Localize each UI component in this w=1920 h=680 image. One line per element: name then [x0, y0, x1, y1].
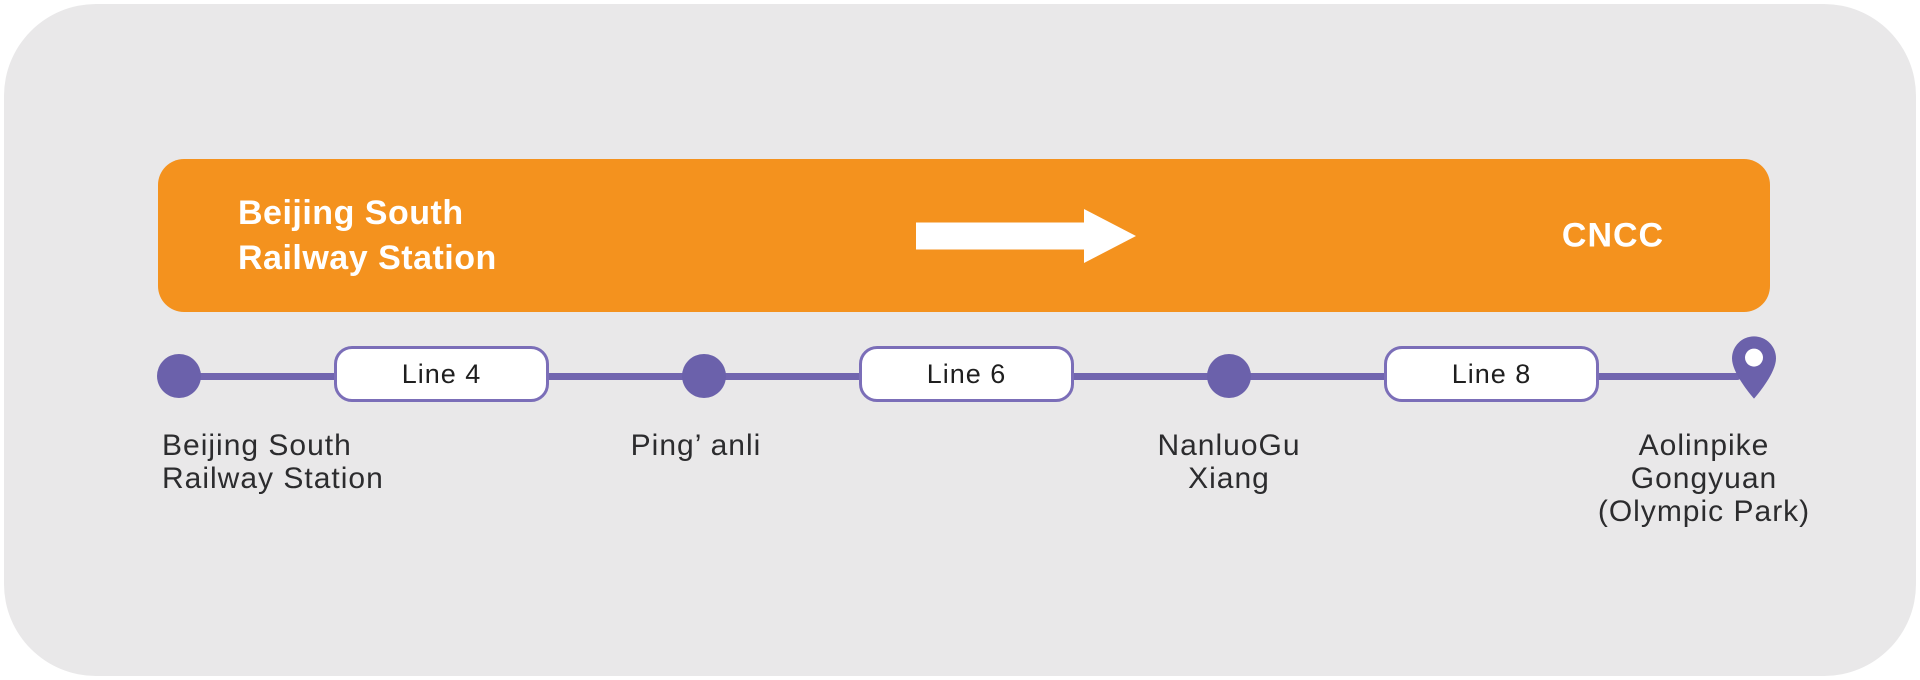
banner-origin-line: Railway Station [238, 238, 497, 277]
right-arrow-icon [916, 208, 1136, 263]
station-label-line: (Olympic Park) [1597, 495, 1811, 528]
station-label: NanluoGu Xiang [1129, 429, 1329, 495]
banner-origin-label: Beijing South Railway Station [238, 191, 497, 281]
station-dot [682, 354, 726, 398]
banner-origin-line: Beijing South [238, 193, 464, 232]
station-label: Aolinpike Gongyuan (Olympic Park) [1524, 429, 1884, 528]
station-label: Ping’ anli [596, 429, 796, 462]
line-badge: Line 4 [334, 346, 549, 402]
station-label-line: Xiang [1188, 462, 1270, 495]
station-label-line: Railway Station [162, 462, 384, 495]
station-dot [1207, 354, 1251, 398]
station-label-line: Beijing South [162, 429, 352, 462]
station-label-line: NanluoGu [1157, 429, 1301, 462]
banner-destination-label: CNCC [1561, 216, 1665, 254]
line-badge: Line 8 [1384, 346, 1599, 402]
station-dot [157, 354, 201, 398]
station-label-line: Aolinpike [1638, 429, 1770, 462]
station-label: Beijing South Railway Station [162, 429, 384, 495]
station-label-line: Gongyuan [1630, 462, 1778, 495]
station-label-line: Ping’ anli [630, 429, 762, 462]
destination-pin-icon [1732, 336, 1776, 399]
route-card: Beijing South Railway Station CNCC Line … [4, 4, 1916, 676]
line-badge: Line 6 [859, 346, 1074, 402]
route-banner: Beijing South Railway Station CNCC [158, 159, 1770, 312]
